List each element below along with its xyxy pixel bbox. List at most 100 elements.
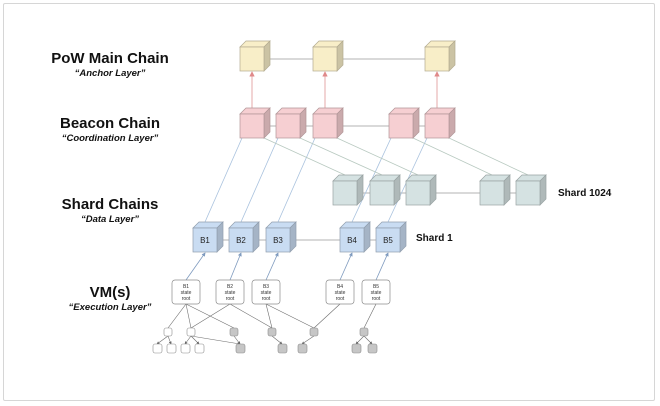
trie-link (167, 335, 172, 345)
shard1-block-label: B1 (200, 236, 210, 245)
vm-root-line2: state (225, 290, 236, 296)
shard1-block: B1 (192, 221, 224, 253)
shard1024-block (405, 174, 437, 206)
trie-leaf (194, 343, 205, 354)
trie-leaf (351, 343, 362, 354)
trie-link (271, 335, 283, 345)
beacon-block (388, 107, 420, 139)
beacon-block (312, 107, 344, 139)
shard1-block: B4 (339, 221, 371, 253)
state-root-arrow (229, 252, 242, 281)
beacon-layer-title: Beacon Chain “Coordination Layer” (40, 115, 180, 144)
vm-root-line3: root (262, 296, 271, 302)
vm-root-block: B4 (337, 284, 343, 290)
shard1024-block (515, 174, 547, 206)
vm-subtitle: “Execution Layer” (68, 302, 152, 313)
crosslink-shard1024 (336, 137, 419, 176)
shard1-block-label: B3 (273, 236, 283, 245)
trie-link (265, 303, 273, 329)
trie-link (363, 303, 377, 329)
trie-link (184, 335, 192, 345)
shard-title: Shard Chains (61, 196, 159, 213)
vm-title: VM(s) (89, 284, 131, 301)
trie-node (229, 327, 239, 337)
trie-link (156, 335, 169, 345)
trie-link (190, 335, 200, 345)
state-root-arrow (375, 252, 389, 281)
trie-link (190, 303, 231, 329)
shard1-block: B5 (375, 221, 407, 253)
pow-layer-title: PoW Main Chain “Anchor Layer” (40, 50, 180, 79)
trie-node (359, 327, 369, 337)
trie-link (313, 303, 341, 329)
pow-subtitle: “Anchor Layer” (74, 68, 146, 79)
beacon-block (424, 107, 456, 139)
trie-link (233, 335, 241, 345)
vm-root-block: B1 (183, 284, 189, 290)
shard1-block-label: B2 (236, 236, 246, 245)
trie-leaf (235, 343, 246, 354)
shard-1024-label: Shard 1024 (558, 188, 612, 199)
trie-link (190, 335, 241, 346)
trie-leaf (180, 343, 191, 354)
vm-root-line2: state (261, 290, 272, 296)
trie-link (185, 303, 192, 329)
crosslink-shard1024 (448, 137, 529, 176)
crosslink-shard1 (240, 137, 279, 223)
trie-leaf (152, 343, 163, 354)
pow-block (312, 40, 344, 72)
shard-layer-title: Shard Chains “Data Layer” (40, 196, 180, 225)
trie-leaf (367, 343, 378, 354)
beacon-block (239, 107, 271, 139)
cubes: B1 B2 B3 B4 B5 (192, 40, 547, 253)
crosslink-shard1 (204, 137, 243, 223)
trie-leaf (166, 343, 177, 354)
trie-link (363, 335, 373, 345)
shard1024-block (479, 174, 511, 206)
state-root-arrow (339, 252, 353, 281)
trie-node (186, 327, 196, 337)
vm-root-line3: root (336, 296, 345, 302)
shard1-block: B3 (265, 221, 297, 253)
pow-block (239, 40, 271, 72)
vm-root-block: B3 (263, 284, 269, 290)
beacon-title: Beacon Chain (59, 115, 161, 132)
shard1-block: B2 (228, 221, 260, 253)
trie-link (229, 303, 273, 329)
shard-subtitle: “Data Layer” (80, 214, 140, 225)
shard1024-block (369, 174, 401, 206)
shard1-block-label: B5 (383, 236, 393, 245)
crosslink-shard1024 (299, 137, 383, 176)
vm-root-line2: state (181, 290, 192, 296)
trie-leaf (277, 343, 288, 354)
trie-link (265, 303, 315, 329)
shard1-block-label: B4 (347, 236, 357, 245)
vm-root-block: B2 (227, 284, 233, 290)
crosslink-shard1 (277, 137, 316, 223)
shard1024-block (332, 174, 364, 206)
vm-root-line3: root (226, 296, 235, 302)
beacon-subtitle: “Coordination Layer” (61, 133, 159, 144)
vm-root-block: B5 (373, 284, 379, 290)
state-root-arrow (185, 252, 206, 281)
pow-title: PoW Main Chain (51, 50, 169, 67)
trie-node (309, 327, 319, 337)
shard-1-label: Shard 1 (416, 233, 453, 244)
trie-link (301, 335, 315, 345)
beacon-block (275, 107, 307, 139)
vm-root-line3: root (182, 296, 191, 302)
trie-link (355, 335, 365, 345)
vm-root-line2: state (371, 290, 382, 296)
vm-root-line3: root (372, 296, 381, 302)
vm-root-line2: state (335, 290, 346, 296)
crosslink-shard1024 (412, 137, 493, 176)
trie-node (267, 327, 277, 337)
crosslink-shard1024 (263, 137, 346, 176)
